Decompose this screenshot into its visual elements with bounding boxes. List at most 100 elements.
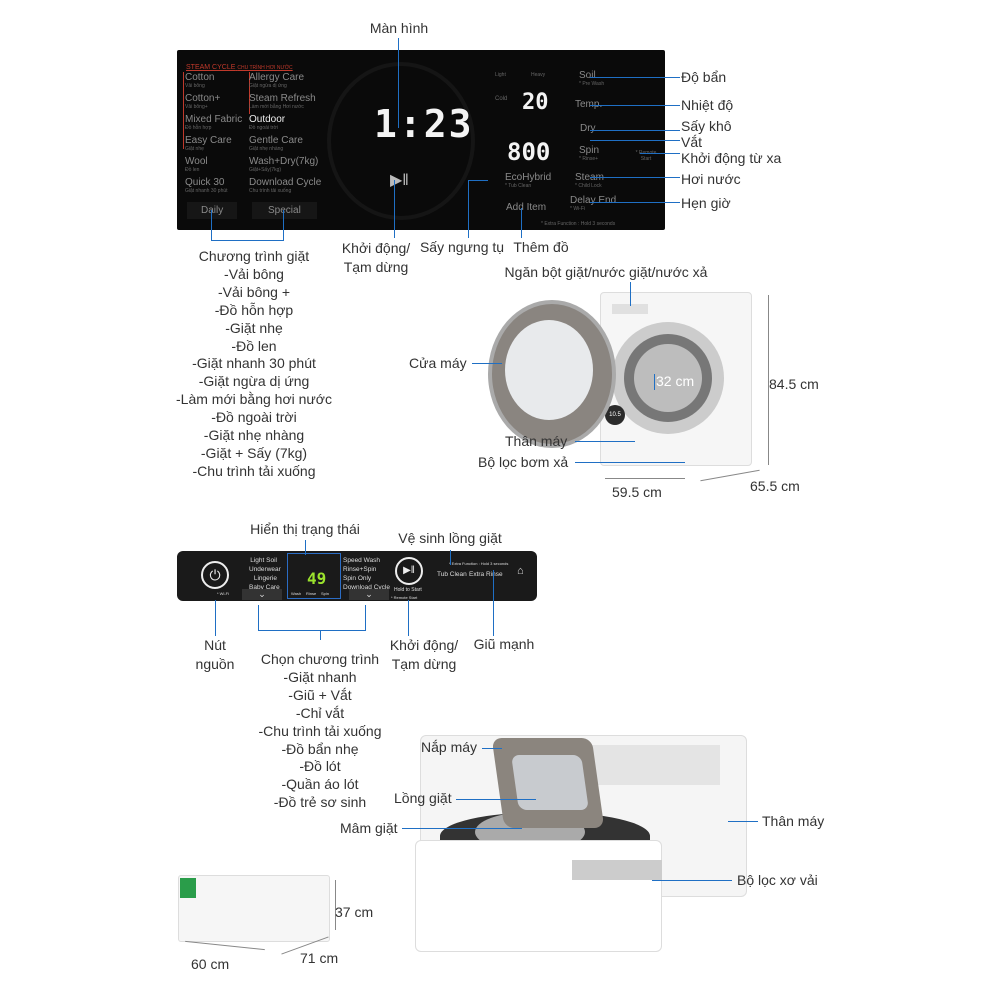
extra-rinse-button[interactable]: Extra Rinse — [469, 571, 503, 578]
label-pulsator: Mâm giặt — [340, 820, 398, 836]
depth-dimension: 65.5 cm — [750, 478, 800, 494]
program-button[interactable]: Cotton+Vải bông+ — [185, 93, 221, 110]
label-tub-clean: Vệ sinh lồng giặt — [398, 530, 502, 546]
label-spin: Vắt — [681, 134, 703, 150]
label-body: Thân máy — [505, 433, 568, 449]
spin-indicator: Spin — [321, 591, 330, 596]
label-lid: Nắp máy — [421, 739, 478, 755]
capacity-badge: 10.5 — [605, 405, 625, 425]
daily-button[interactable]: Daily — [187, 202, 238, 219]
label-remote-start: Khởi động từ xa — [681, 150, 782, 166]
label-drain-filter: Bộ lọc bơm xả — [478, 454, 569, 470]
soil-button[interactable]: Soil* Pre Wash — [579, 70, 605, 87]
mini-program-option[interactable]: Spin Only — [343, 575, 372, 582]
label-extra-rinse: Giũ mạnh — [473, 636, 535, 652]
program-select-down-left[interactable]: ⌄ — [242, 589, 282, 600]
select-program-item: -Quần áo lót — [281, 776, 359, 793]
program-list-item: -Đồ hỗn hợp — [214, 301, 294, 318]
program-list-item: -Đồ len — [231, 337, 277, 354]
label-condense-dry: Sấy ngưng tụ — [419, 239, 505, 255]
remote-start-label: * Remote Start — [391, 595, 418, 600]
wash-indicator: Wash — [291, 591, 302, 596]
width-dimension: 59.5 cm — [612, 484, 662, 500]
select-program-item: -Chu trình tải xuống — [258, 722, 382, 739]
drum-diameter: 32 cm — [656, 373, 695, 389]
program-list-item: -Giặt nhanh 30 phút — [192, 355, 316, 372]
tub-clean-button[interactable]: Tub Clean — [437, 571, 467, 578]
label-start-pause: Khởi động/Tạm dừng — [341, 240, 411, 275]
mini-height-dimension: 37 cm — [335, 904, 374, 920]
label-start-pause-mini: Khởi động/Tạm dừng — [389, 637, 459, 672]
mini-width-dimension: 60 cm — [191, 956, 230, 972]
spin-button[interactable]: Spin* Rinse+ — [579, 145, 600, 162]
mini-program-option[interactable]: Download Cycle — [343, 584, 390, 591]
label-door: Cửa máy — [409, 355, 467, 371]
label-dry: Sấy khô — [681, 118, 732, 134]
home-icon: ⌂ — [517, 565, 524, 577]
label-tub: Lồng giặt — [394, 790, 452, 806]
height-dimension: 84.5 cm — [769, 376, 819, 392]
program-button[interactable]: Wash+Dry(7kg)Giặt+Sấy(7kg) — [249, 156, 319, 173]
dry-button[interactable]: Dry — [580, 123, 596, 134]
program-list-item: -Giặt + Sấy (7kg) — [200, 444, 308, 461]
mini-program-option[interactable]: Rinse+Spin — [343, 566, 377, 573]
program-list-item: -Giặt nhẹ — [225, 319, 283, 336]
program-select-down-right[interactable]: ⌄ — [349, 589, 389, 600]
mini-program-option[interactable]: Lingerie — [253, 575, 277, 582]
label-add-item: Thêm đồ — [513, 239, 569, 255]
program-list-item: -Giặt ngừa dị ứng — [198, 373, 310, 390]
mini-program-option[interactable]: Speed Wash — [343, 557, 380, 564]
mini-program-option[interactable]: Light Soil — [250, 557, 277, 564]
label-screen: Màn hình — [369, 20, 429, 36]
label-lint-filter: Bộ lọc xơ vải — [737, 872, 818, 888]
program-list-item: -Chu trình tải xuống — [192, 462, 316, 479]
ecohybrid-button[interactable]: EcoHybrid* Tub Clean — [505, 172, 552, 189]
add-item-button[interactable]: Add Item — [506, 202, 547, 213]
select-program-item: -Đồ trẻ sơ sinh — [273, 794, 367, 811]
select-program-item: -Đồ bẩn nhẹ — [281, 740, 359, 757]
label-temp: Nhiệt độ — [681, 97, 734, 113]
steam-button[interactable]: Steam* Child Lock — [575, 172, 604, 189]
mini-program-option[interactable]: Baby Care — [249, 584, 280, 591]
wash-program-list: Chương trình giặt-Vải bông-Vải bông +-Đồ… — [176, 248, 332, 479]
light-label: Light — [495, 72, 506, 78]
start-pause-button[interactable]: ▶‖ — [395, 557, 423, 585]
wifi-label: * Wi-Fi — [217, 591, 229, 596]
program-list-item: -Giặt nhẹ nhàng — [203, 427, 305, 444]
delay-end-button[interactable]: Delay End* Wi-Fi — [570, 195, 617, 212]
label-status-display: Hiển thị trạng thái — [250, 521, 360, 537]
mini-program-option[interactable]: Underwear — [249, 566, 281, 573]
label-mini-body: Thân máy — [762, 813, 825, 829]
extra-function-note: * Extra Function : Hold 3 seconds — [541, 221, 616, 227]
program-list-item: -Làm mới bằng hơi nước — [176, 391, 332, 408]
select-program-item: -Chỉ vắt — [295, 704, 345, 721]
status-display: 49 — [307, 569, 327, 588]
select-program-item: -Giũ + Vắt — [288, 686, 352, 703]
cold-label: Cold — [495, 96, 508, 102]
select-program-item: -Đồ lót — [299, 758, 341, 775]
heavy-label: Heavy — [531, 72, 546, 78]
label-delay-end: Hẹn giờ — [681, 195, 731, 211]
power-button[interactable]: ⏻ — [201, 561, 229, 589]
remote-start-label: * Remote Start — [635, 150, 657, 162]
temp-button[interactable]: Temp. — [575, 99, 603, 110]
extra-function-note: * Extra Function : Hold 3 seconds — [449, 561, 509, 566]
start-pause-button[interactable]: ▶‖ — [390, 172, 409, 189]
program-list-item: -Đồ ngoài trời — [211, 409, 297, 426]
special-button[interactable]: Special — [252, 202, 317, 219]
label-detergent-drawer: Ngăn bột giặt/nước giặt/nước xả — [504, 264, 708, 280]
label-steam: Hơi nước — [681, 171, 741, 187]
